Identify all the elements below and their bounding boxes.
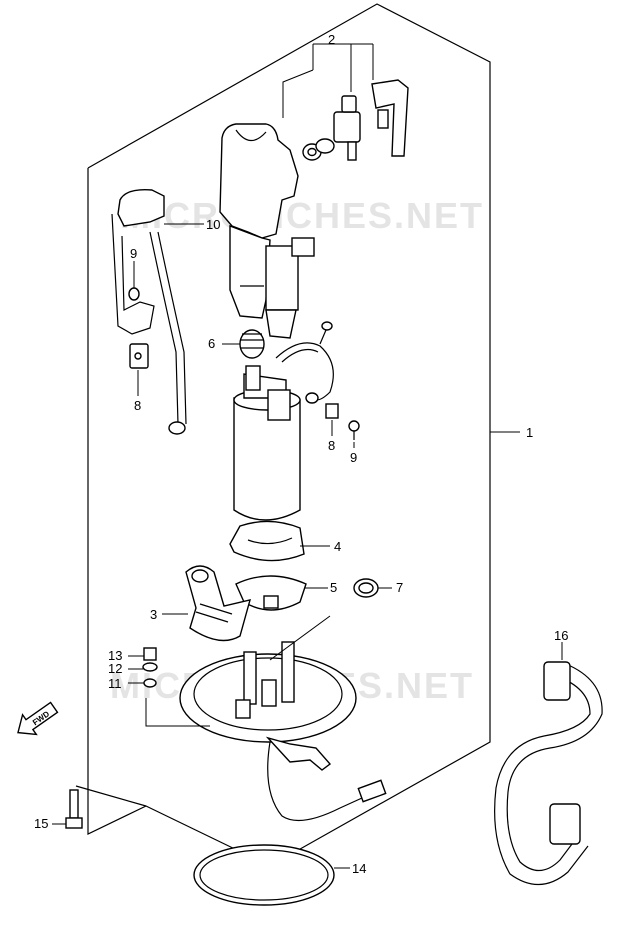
callout-6: 6	[208, 336, 215, 351]
callout-12: 12	[108, 661, 122, 676]
callout-7: 7	[396, 580, 403, 595]
callout-11: 11	[108, 676, 122, 691]
callout-10: 10	[206, 217, 220, 232]
callout-1: 1	[526, 425, 533, 440]
forward-arrow-icon: FWD	[17, 701, 59, 736]
part-strainer	[222, 329, 265, 359]
part-pump-holder	[229, 520, 330, 562]
part-lower-bracket	[235, 575, 328, 611]
callout-9-left: 9	[130, 246, 137, 261]
callout-2: 2	[328, 32, 335, 47]
part-filter-housing	[219, 123, 315, 339]
part-fuel-pump	[233, 321, 360, 521]
leader-line-7	[269, 615, 331, 661]
callout-13: 13	[108, 648, 122, 663]
part-o-ring-small	[353, 578, 392, 598]
callout-3: 3	[150, 607, 157, 622]
callout-15: 15	[34, 816, 48, 831]
callout-8-right: 8	[328, 438, 335, 453]
callout-5: 5	[330, 580, 337, 595]
part-ground-wire	[111, 189, 204, 435]
part-fuel-hose	[494, 642, 603, 886]
part-fuel-level-gauge	[162, 565, 251, 642]
assembly-outline	[75, 3, 491, 867]
callout-16: 16	[554, 628, 568, 643]
part-pressure-regulator	[282, 43, 409, 161]
callout-9-right: 9	[350, 450, 357, 465]
callout-14: 14	[352, 861, 366, 876]
part-bolt	[52, 789, 83, 829]
part-small-fasteners	[128, 647, 210, 727]
callout-4: 4	[334, 539, 341, 554]
part-gasket	[193, 844, 350, 906]
part-pump-plate	[179, 641, 387, 822]
callout-8-left: 8	[134, 398, 141, 413]
watermark-top: MICROFICHES.NET	[120, 195, 484, 236]
